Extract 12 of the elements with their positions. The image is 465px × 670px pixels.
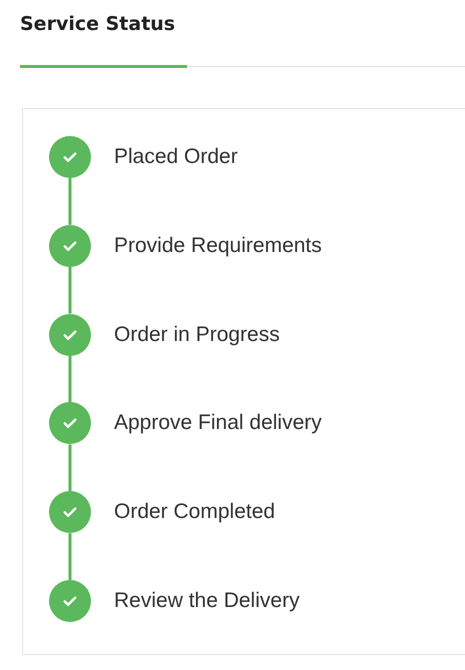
step-label: Placed Order — [114, 145, 238, 169]
connector-line — [68, 356, 72, 402]
step-label: Order in Progress — [114, 322, 280, 347]
step-label: Provide Requirements — [114, 234, 322, 258]
heading: Service Status — [20, 13, 176, 35]
step-label: Order Completed — [114, 500, 276, 524]
connector-line — [68, 444, 72, 492]
connector-line — [68, 533, 72, 580]
connector-line — [68, 178, 72, 225]
connector-line — [68, 266, 72, 314]
step-label: Review the Delivery — [114, 589, 300, 613]
step-label: Approve Final delivery — [114, 411, 322, 436]
